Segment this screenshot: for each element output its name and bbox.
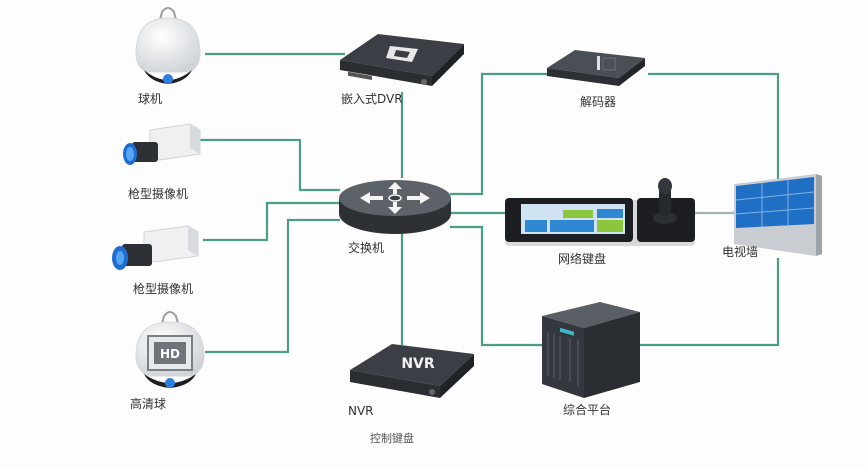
hd-dome-camera[interactable]: HD <box>130 308 210 400</box>
bullet-camera-2-label: 枪型摄像机 <box>133 282 194 296</box>
decoder[interactable] <box>545 46 650 95</box>
edge-bullet1-switch <box>200 138 340 192</box>
decoder-icon <box>547 50 645 86</box>
switch-icon <box>339 180 451 234</box>
embedded-dvr[interactable] <box>338 30 468 94</box>
nvr-icon: NVR <box>350 344 474 398</box>
nvr-badge: NVR <box>401 356 435 372</box>
network-keyboard-label: 网络键盘 <box>558 252 607 266</box>
dome-camera-label: 球机 <box>138 92 163 106</box>
edge-bullet2-switch <box>203 201 340 242</box>
edge-switch-decoder <box>450 72 548 196</box>
tv-wall[interactable] <box>732 172 827 261</box>
dvr-icon <box>340 34 464 86</box>
embedded-dvr-label: 嵌入式DVR <box>341 92 403 106</box>
edge-switch-platform <box>450 225 545 347</box>
nvr[interactable]: NVR <box>348 340 478 406</box>
decoder-label: 解码器 <box>580 95 617 109</box>
switch-label: 交换机 <box>348 241 385 255</box>
integrated-platform[interactable] <box>540 298 650 404</box>
edge-decoder-tvwall <box>648 72 780 182</box>
hd-dome-icon: HD <box>135 311 205 388</box>
network-switch[interactable] <box>336 178 454 240</box>
dome-camera[interactable] <box>128 4 208 98</box>
tv-wall-label: 电视墙 <box>722 245 759 259</box>
bullet-camera-icon <box>123 123 201 165</box>
dome-camera-icon <box>135 7 201 84</box>
bullet-camera-2[interactable] <box>108 222 203 286</box>
edge-hddome-switch <box>205 218 340 354</box>
nvr-label: NVR <box>348 404 374 418</box>
bullet-camera-icon <box>112 225 199 270</box>
bullet-camera-1[interactable] <box>120 120 205 184</box>
network-keyboard-icon <box>505 178 695 246</box>
hd-badge: HD <box>160 347 180 361</box>
bullet-camera-1-label: 枪型摄像机 <box>128 187 189 201</box>
integrated-platform-label: 综合平台 <box>563 403 612 417</box>
edge-platform-tvwall <box>640 258 780 347</box>
hd-dome-label: 高清球 <box>130 397 167 411</box>
tv-wall-icon <box>734 174 822 256</box>
network-keyboard[interactable] <box>503 172 703 256</box>
integrated-platform-icon <box>542 302 640 398</box>
caption-control-keyboard: 控制键盘 <box>370 432 414 445</box>
